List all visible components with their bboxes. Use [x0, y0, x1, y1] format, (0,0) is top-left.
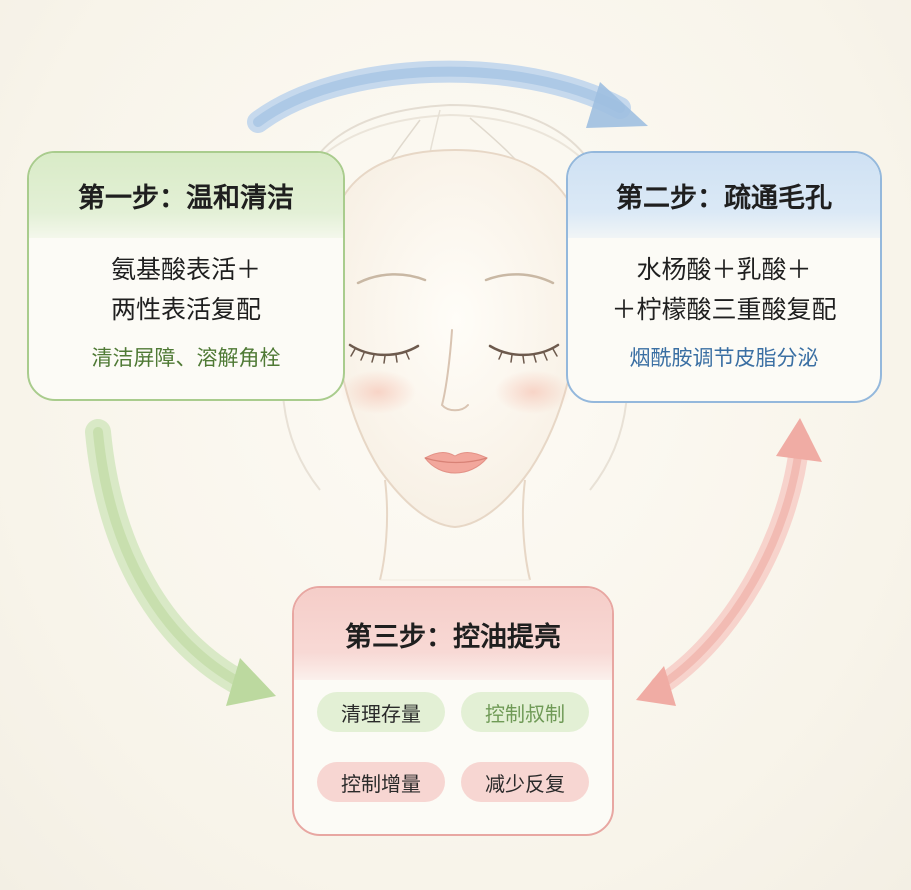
woman-face-illustration — [281, 103, 629, 581]
tag-control-increase: 控制增量 — [317, 762, 445, 802]
step-3-title: 第三步：控油提亮 — [294, 588, 612, 680]
step-3-card: 第三步：控油提亮 清理存量 控制叔制 控制增量 减少反复 — [292, 586, 614, 836]
tag-control: 控制叔制 — [461, 692, 589, 732]
step-1-title: 第一步：温和清洁 — [29, 153, 343, 238]
step-2-note: 烟酰胺调节皮脂分泌 — [629, 346, 819, 370]
step-2-line-1: 水杨酸＋乳酸＋ — [636, 255, 812, 284]
step-3-tags: 清理存量 控制叔制 控制增量 减少反复 — [294, 692, 612, 802]
step-2-title: 第二步：疏通毛孔 — [568, 153, 880, 238]
step-2-line-2: ＋柠檬酸三重酸复配 — [611, 295, 837, 324]
step-1-ingredients: 氨基酸表活＋ 两性表活复配 — [29, 250, 343, 330]
double-headed-arrow-right — [636, 418, 822, 706]
curved-arrow-top — [247, 60, 648, 133]
curved-arrow-left — [85, 419, 276, 706]
step-1-line-1: 氨基酸表活＋ — [110, 255, 261, 284]
tag-clear-existing: 清理存量 — [317, 692, 445, 732]
step-2-card: 第二步：疏通毛孔 水杨酸＋乳酸＋ ＋柠檬酸三重酸复配 烟酰胺调节皮脂分泌 — [566, 151, 882, 403]
step-1-card: 第一步：温和清洁 氨基酸表活＋ 两性表活复配 清洁屏障、溶解角栓 — [27, 151, 345, 401]
step-1-note: 清洁屏障、溶解角栓 — [91, 346, 281, 370]
tag-reduce-recurrence: 减少反复 — [461, 762, 589, 802]
step-1-line-2: 两性表活复配 — [110, 295, 261, 324]
step-2-ingredients: 水杨酸＋乳酸＋ ＋柠檬酸三重酸复配 — [568, 250, 880, 330]
